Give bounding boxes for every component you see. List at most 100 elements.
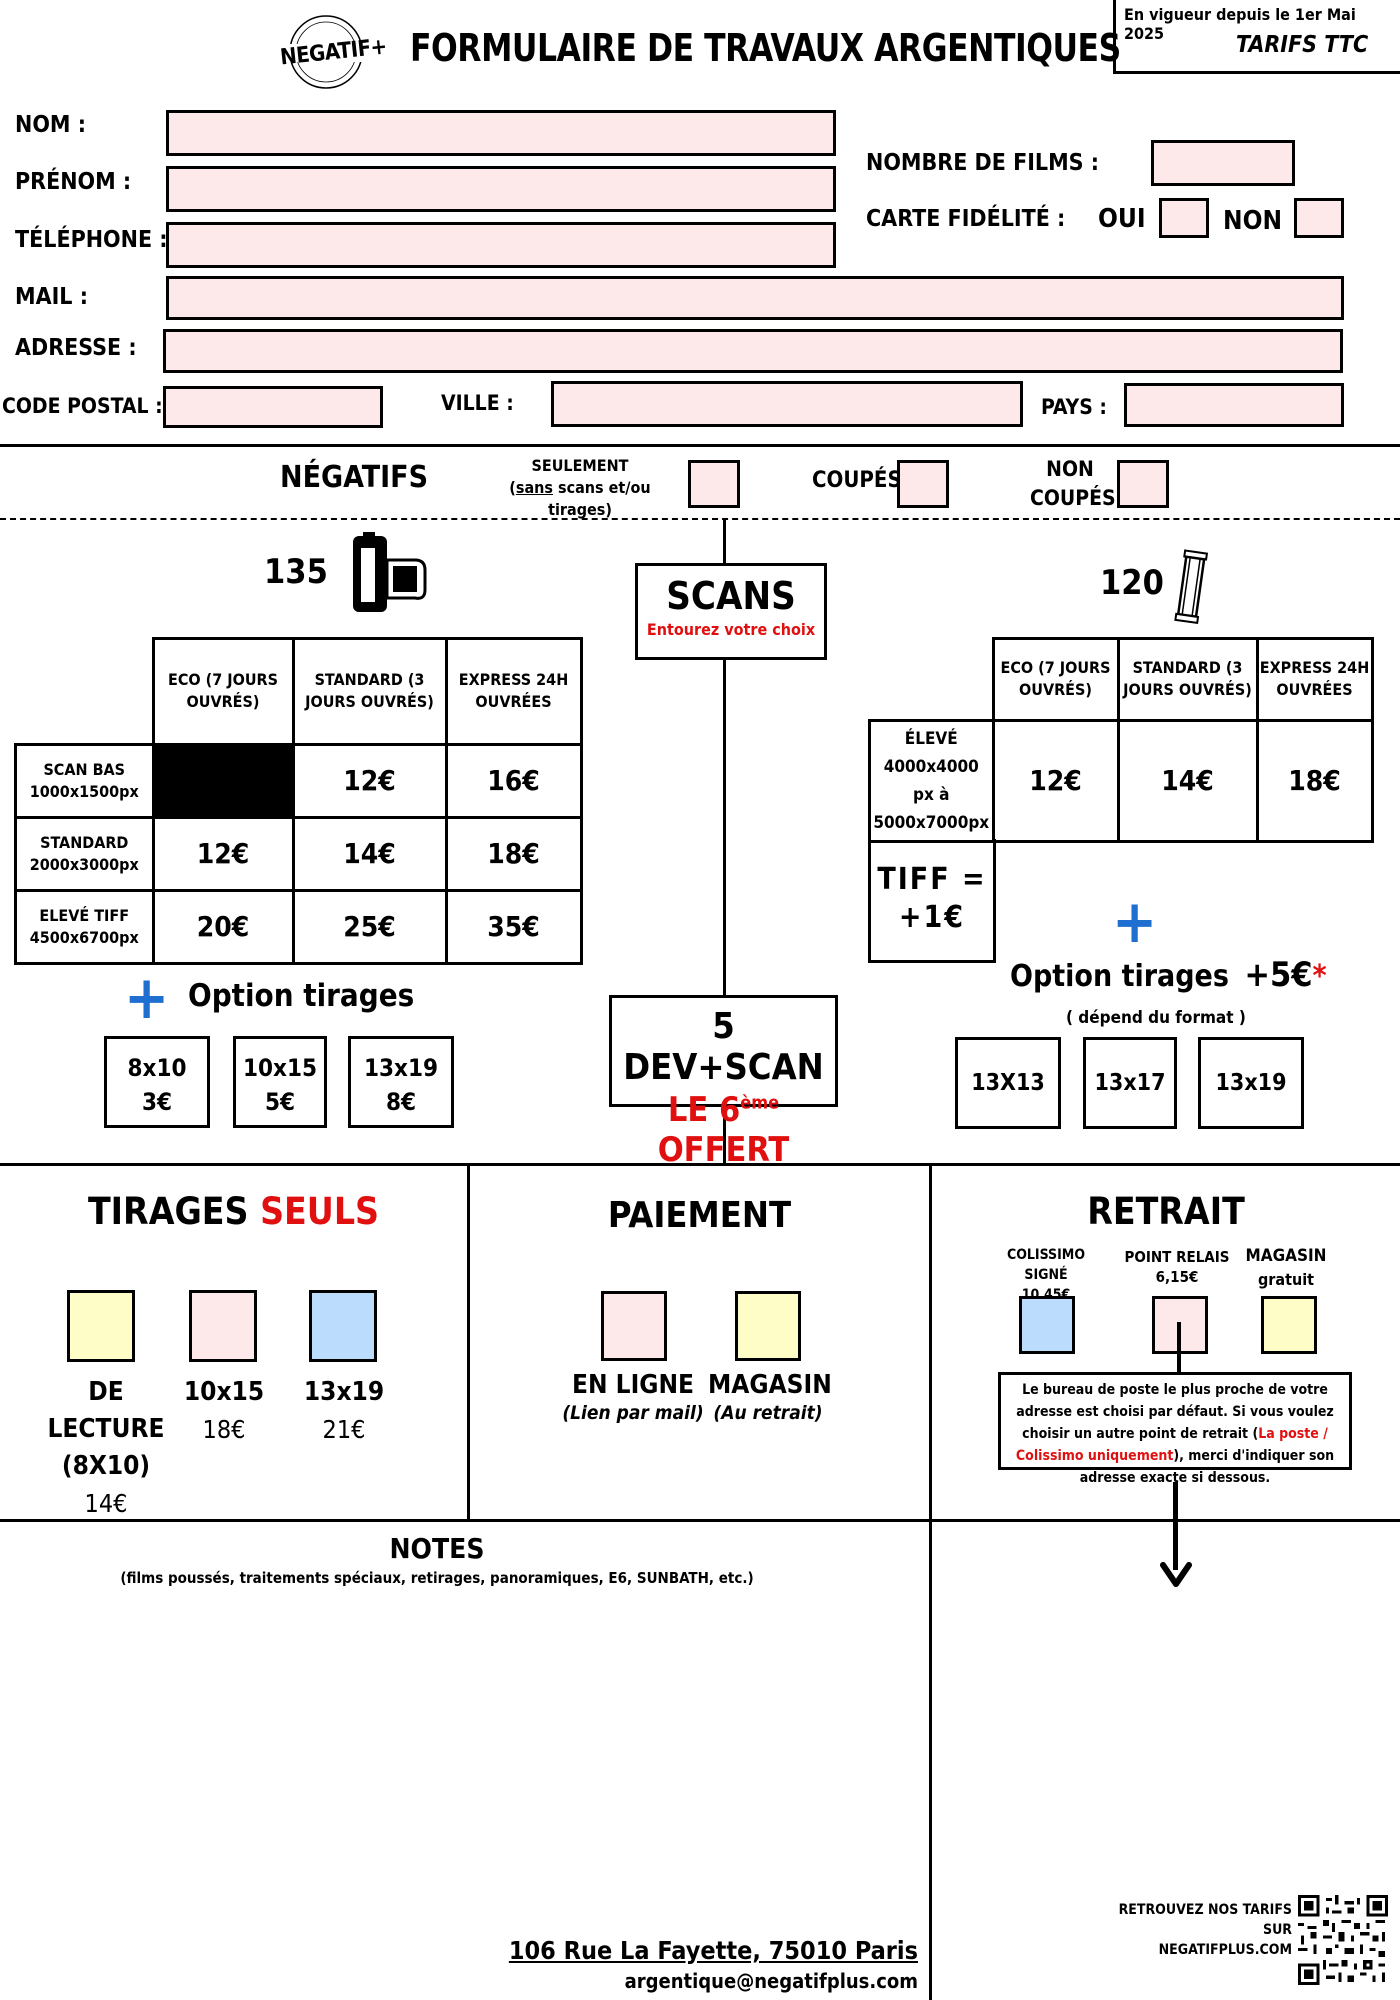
retrait-note-box: Le bureau de poste le plus proche de vot… bbox=[998, 1372, 1352, 1486]
negatifs-seulement-label: SEULEMENT (sans scans et/ou tirages) bbox=[480, 455, 680, 521]
coupes-checkbox[interactable] bbox=[897, 460, 949, 508]
film-canister-icon bbox=[345, 530, 435, 624]
f135-cell-price[interactable]: 12€ bbox=[291, 742, 448, 819]
row-label: STANDARD bbox=[40, 832, 129, 852]
f135-price-table: ECO (7 JOURS OUVRÉS) STANDARD (3 JOURS O… bbox=[14, 637, 583, 965]
mail-label: MAIL : bbox=[15, 284, 88, 310]
sans-text: sans bbox=[515, 478, 553, 497]
f120-title: 120 bbox=[1100, 563, 1164, 603]
tirage-13x19-label: 13x19 21€ bbox=[296, 1374, 392, 1448]
paiement-en-ligne-checkbox[interactable] bbox=[601, 1291, 667, 1361]
row-label: 4000x4000 bbox=[883, 756, 979, 777]
retrait-name: COLISSIMO SIGNÉ bbox=[1006, 1247, 1086, 1283]
tirage-size: 13x17 bbox=[1094, 1070, 1166, 1096]
f120-row-eleve: ÉLEVÉ 4000x4000 px à 5000x7000px bbox=[868, 718, 995, 843]
f135-cell-price[interactable]: 14€ bbox=[291, 815, 448, 892]
tirage-size: 8x10 bbox=[127, 1054, 187, 1082]
retrait-point-relais-label: POINT RELAIS 6,15€ bbox=[1122, 1247, 1232, 1287]
f135-cell-price[interactable]: 25€ bbox=[291, 888, 448, 965]
paiement-en-ligne-label: EN LIGNE (Lien par mail) bbox=[560, 1368, 706, 1424]
carte-fidelite-label: CARTE FIDÉLITÉ : bbox=[866, 206, 1066, 232]
fidelite-oui-checkbox[interactable] bbox=[1159, 198, 1209, 238]
footer-email[interactable]: argentique@negatifplus.com bbox=[624, 1969, 918, 1993]
oui-label: OUI bbox=[1098, 204, 1146, 234]
row-sub: 2000x3000px bbox=[29, 854, 139, 874]
f120-tirage-13x13[interactable]: 13X13 bbox=[955, 1037, 1061, 1129]
telephone-label: TÉLÉPHONE : bbox=[15, 227, 168, 253]
retrait-colissimo-checkbox[interactable] bbox=[1019, 1296, 1075, 1354]
tirage-name: 13x19 bbox=[303, 1377, 385, 1407]
f120-header-standard: STANDARD (3 JOURS OUVRÉS) bbox=[1116, 637, 1259, 722]
non-coupes-checkbox[interactable] bbox=[1117, 460, 1169, 508]
prenom-field[interactable] bbox=[166, 166, 836, 212]
tirage-name2: (8X10) bbox=[61, 1451, 151, 1481]
non-coupes-text: COUPÉS bbox=[1030, 486, 1116, 510]
f120-cell-price[interactable]: 14€ bbox=[1116, 718, 1259, 843]
row-label: px à bbox=[913, 784, 950, 805]
f135-cell-price[interactable]: 35€ bbox=[444, 888, 583, 965]
pays-field[interactable] bbox=[1124, 383, 1344, 427]
tarifs-ttc: TARIFS TTC bbox=[1236, 32, 1369, 58]
f135-cell-price[interactable]: 20€ bbox=[151, 888, 295, 965]
retrait-name: MAGASIN bbox=[1245, 1246, 1327, 1266]
non-label: NON bbox=[1223, 206, 1283, 236]
negatifs-seulement-checkbox[interactable] bbox=[688, 460, 740, 508]
divider-top bbox=[0, 444, 1400, 447]
tirage-10x15-checkbox[interactable] bbox=[189, 1290, 257, 1362]
tirage-size: 13x19 bbox=[1215, 1070, 1287, 1096]
offer-box: 5 DEV+SCAN LE 6ème OFFERT bbox=[609, 995, 838, 1170]
telephone-field[interactable] bbox=[166, 222, 836, 268]
scans-box: SCANS Entourez votre choix bbox=[635, 563, 827, 660]
tiff-box: TIFF = +1€ bbox=[868, 839, 996, 963]
offer-line1: 5 DEV+SCAN bbox=[623, 1006, 824, 1088]
paiement-magasin-checkbox[interactable] bbox=[735, 1291, 801, 1361]
seulement-text: SEULEMENT bbox=[531, 456, 629, 475]
adresse-field[interactable] bbox=[163, 329, 1343, 373]
f120-header-eco: ECO (7 JOURS OUVRÉS) bbox=[991, 637, 1120, 722]
qr-code-icon[interactable] bbox=[1298, 1895, 1388, 1989]
logo: NEGATIF+ bbox=[278, 12, 388, 92]
f135-cell-price[interactable]: 18€ bbox=[444, 815, 583, 892]
code-postal-field[interactable] bbox=[163, 386, 383, 428]
f120-option-note: ( dépend du format ) bbox=[1066, 1008, 1246, 1028]
tirage-13x19-checkbox[interactable] bbox=[309, 1290, 377, 1362]
f135-header-eco: ECO (7 JOURS OUVRÉS) bbox=[151, 637, 295, 746]
retrait-magasin-checkbox[interactable] bbox=[1261, 1296, 1317, 1354]
offer-sup: ème bbox=[740, 1092, 780, 1114]
center-line-lower bbox=[723, 1107, 726, 1163]
tirage-lecture-checkbox[interactable] bbox=[67, 1290, 135, 1362]
divider-mid bbox=[0, 1163, 1400, 1166]
f135-tirage-13x19[interactable]: 13x19 8€ bbox=[348, 1036, 454, 1128]
paren-open: ( bbox=[509, 478, 516, 497]
retrait-price: 6,15€ bbox=[1155, 1268, 1199, 1286]
ville-field[interactable] bbox=[551, 381, 1023, 427]
non-text: NON bbox=[1046, 457, 1094, 481]
f135-cell-blocked bbox=[151, 742, 295, 819]
footer-retrouvez: RETROUVEZ NOS TARIFS SUR NEGATIFPLUS.COM bbox=[1116, 1900, 1292, 1960]
notes-area[interactable] bbox=[0, 1600, 926, 1920]
f120-tirage-13x19[interactable]: 13x19 bbox=[1198, 1037, 1304, 1129]
tirage-name: DE LECTURE bbox=[47, 1377, 165, 1444]
tirage-price: 18€ bbox=[202, 1415, 246, 1444]
fidelite-non-checkbox[interactable] bbox=[1294, 198, 1344, 238]
f120-cell-price[interactable]: 12€ bbox=[991, 718, 1120, 843]
nombre-films-field[interactable] bbox=[1151, 140, 1295, 186]
f120-tirage-13x17[interactable]: 13x17 bbox=[1083, 1037, 1177, 1129]
f135-cell-price[interactable]: 16€ bbox=[444, 742, 583, 819]
note-text-end: ), merci d'indiquer son adresse exacte s… bbox=[1079, 1448, 1335, 1486]
adresse-label: ADRESSE : bbox=[15, 335, 137, 361]
tirage-price: 8€ bbox=[385, 1088, 417, 1116]
retrait-title: RETRAIT bbox=[1087, 1190, 1245, 1233]
paiement-sub: (Au retrait) bbox=[713, 1402, 823, 1424]
tirage-size: 13X13 bbox=[971, 1070, 1045, 1096]
mail-field[interactable] bbox=[166, 276, 1344, 320]
f120-cell-price[interactable]: 18€ bbox=[1255, 718, 1374, 843]
tirage-size: 13x19 bbox=[363, 1054, 438, 1082]
f135-cell-price[interactable]: 12€ bbox=[151, 815, 295, 892]
nom-field[interactable] bbox=[166, 110, 836, 156]
paiement-magasin-label: MAGASIN (Au retrait) bbox=[708, 1368, 832, 1424]
seulement-rest: scans et/ou tirages) bbox=[548, 478, 651, 519]
retrait-name: POINT RELAIS bbox=[1124, 1248, 1230, 1266]
